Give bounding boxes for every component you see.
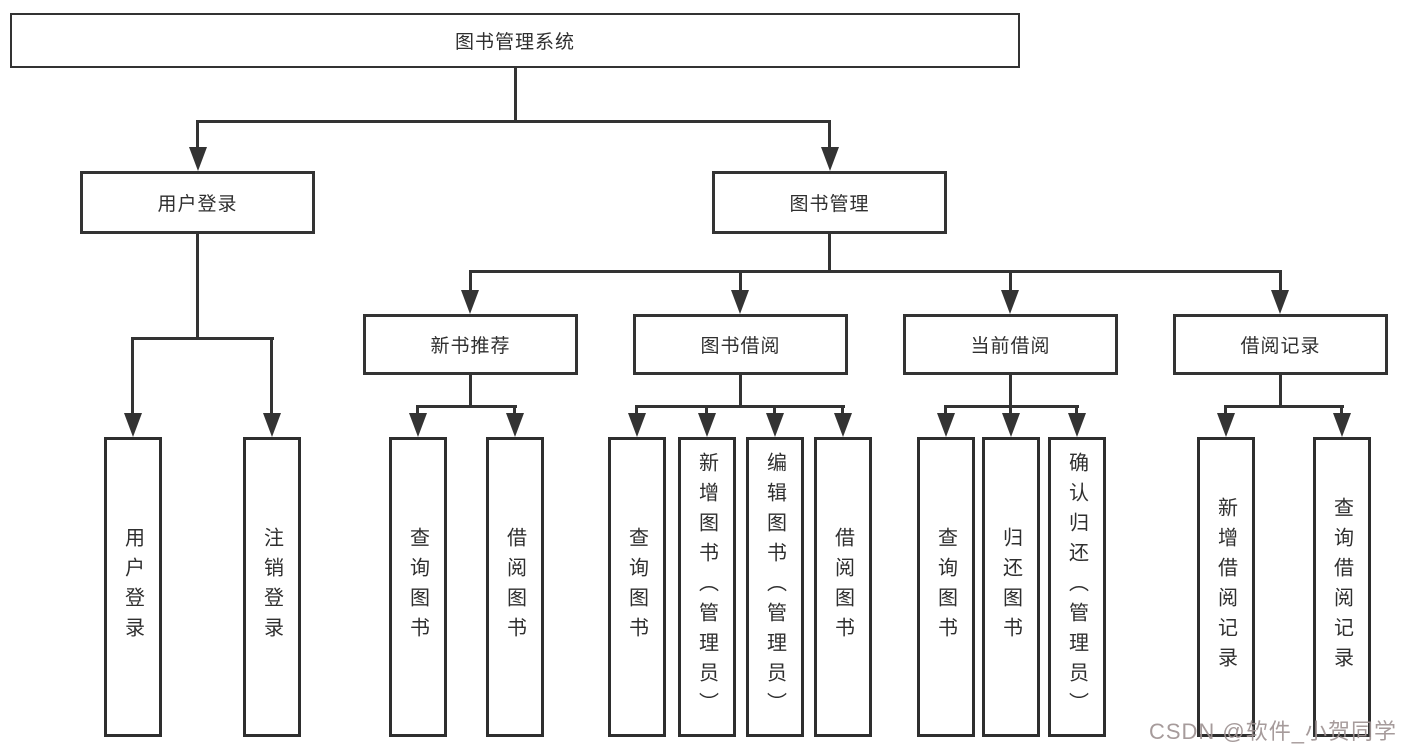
- arrow-down-icon: [1001, 290, 1019, 314]
- connector-line: [635, 405, 638, 414]
- leaf-label: 借阅图书: [831, 527, 854, 647]
- node-leaf-logout: 注销登录: [243, 437, 301, 737]
- connector-line: [513, 405, 516, 414]
- node-borrow-records-label: 借阅记录: [1240, 336, 1321, 357]
- node-leaf-confirm-return-admin: 确认归还（管理员）: [1048, 437, 1106, 737]
- connector-line: [1279, 375, 1282, 405]
- node-current-borrow-label: 当前借阅: [970, 336, 1051, 357]
- arrow-down-icon: [124, 413, 142, 437]
- arrow-down-icon: [1002, 413, 1020, 437]
- leaf-label: 查询图书: [625, 527, 648, 647]
- leaf-label: 查询借阅记录: [1330, 497, 1353, 677]
- leaf-label: 用户登录: [121, 527, 144, 647]
- connector-line: [739, 375, 742, 405]
- node-leaf-borrow-books-recommend: 借阅图书: [486, 437, 544, 737]
- node-current-borrow: 当前借阅: [903, 314, 1118, 375]
- leaf-label: 查询图书: [406, 527, 429, 647]
- node-leaf-return-book: 归还图书: [982, 437, 1040, 737]
- node-leaf-user-login: 用户登录: [104, 437, 162, 737]
- leaf-label: 新增借阅记录: [1214, 497, 1237, 677]
- connector-line: [469, 270, 472, 291]
- arrow-down-icon: [1333, 413, 1351, 437]
- connector-line: [469, 375, 472, 405]
- connector-line: [416, 405, 419, 414]
- node-new-book-recommend-label: 新书推荐: [430, 336, 511, 357]
- connector-line: [469, 270, 1282, 273]
- arrow-down-icon: [1271, 290, 1289, 314]
- leaf-label: 查询图书: [934, 527, 957, 647]
- csdn-watermark: CSDN @软件_小贺同学: [1148, 719, 1397, 744]
- node-leaf-add-borrow-record: 新增借阅记录: [1197, 437, 1255, 737]
- node-user-login-label: 用户登录: [157, 194, 238, 215]
- node-leaf-query-borrow-record: 查询借阅记录: [1313, 437, 1371, 737]
- connector-line: [1279, 270, 1282, 291]
- node-book-borrow: 图书借阅: [633, 314, 848, 375]
- connector-line: [270, 337, 273, 414]
- connector-line: [1224, 405, 1227, 414]
- leaf-label: 新增图书（管理员）: [695, 452, 718, 722]
- leaf-label: 归还图书: [999, 527, 1022, 647]
- node-leaf-query-books-borrow: 查询图书: [608, 437, 666, 737]
- arrow-down-icon: [937, 413, 955, 437]
- connector-line: [1009, 405, 1012, 414]
- arrow-down-icon: [628, 413, 646, 437]
- node-leaf-query-books-current: 查询图书: [917, 437, 975, 737]
- node-book-borrow-label: 图书借阅: [700, 336, 781, 357]
- arrow-down-icon: [409, 413, 427, 437]
- connector-line: [705, 405, 708, 414]
- connector-line: [196, 234, 199, 337]
- arrow-down-icon: [731, 290, 749, 314]
- node-new-book-recommend: 新书推荐: [363, 314, 578, 375]
- connector-line: [739, 270, 742, 291]
- connector-line: [841, 405, 844, 414]
- arrow-down-icon: [461, 290, 479, 314]
- arrow-down-icon: [766, 413, 784, 437]
- connector-line: [944, 405, 947, 414]
- connector-line: [196, 120, 831, 123]
- leaf-label: 编辑图书（管理员）: [763, 452, 786, 722]
- arrow-down-icon: [1217, 413, 1235, 437]
- connector-line: [828, 120, 831, 148]
- node-leaf-borrow-books: 借阅图书: [814, 437, 872, 737]
- node-library-system-label: 图书管理系统: [454, 32, 575, 53]
- arrow-down-icon: [506, 413, 524, 437]
- arrow-down-icon: [1068, 413, 1086, 437]
- node-book-management: 图书管理: [712, 171, 947, 234]
- node-leaf-edit-book-admin: 编辑图书（管理员）: [746, 437, 804, 737]
- connector-line: [196, 120, 199, 148]
- connector-line: [1340, 405, 1343, 414]
- node-leaf-query-books-recommend: 查询图书: [389, 437, 447, 737]
- leaf-label: 注销登录: [260, 527, 283, 647]
- node-book-management-label: 图书管理: [789, 194, 870, 215]
- node-user-login: 用户登录: [80, 171, 315, 234]
- arrow-down-icon: [698, 413, 716, 437]
- connector-line: [828, 234, 831, 270]
- connector-line: [416, 405, 517, 408]
- connector-line: [1075, 405, 1078, 414]
- connector-line: [131, 337, 274, 340]
- leaf-label: 借阅图书: [503, 527, 526, 647]
- connector-line: [131, 337, 134, 414]
- connector-line: [514, 68, 517, 120]
- arrow-down-icon: [189, 147, 207, 171]
- connector-line: [635, 405, 845, 408]
- connector-line: [1009, 375, 1012, 405]
- leaf-label: 确认归还（管理员）: [1065, 452, 1088, 722]
- arrow-down-icon: [821, 147, 839, 171]
- connector-line: [773, 405, 776, 414]
- node-borrow-records: 借阅记录: [1173, 314, 1388, 375]
- connector-line: [1009, 270, 1012, 291]
- node-leaf-add-book-admin: 新增图书（管理员）: [678, 437, 736, 737]
- node-library-system: 图书管理系统: [10, 13, 1020, 68]
- arrow-down-icon: [263, 413, 281, 437]
- arrow-down-icon: [834, 413, 852, 437]
- connector-line: [1224, 405, 1344, 408]
